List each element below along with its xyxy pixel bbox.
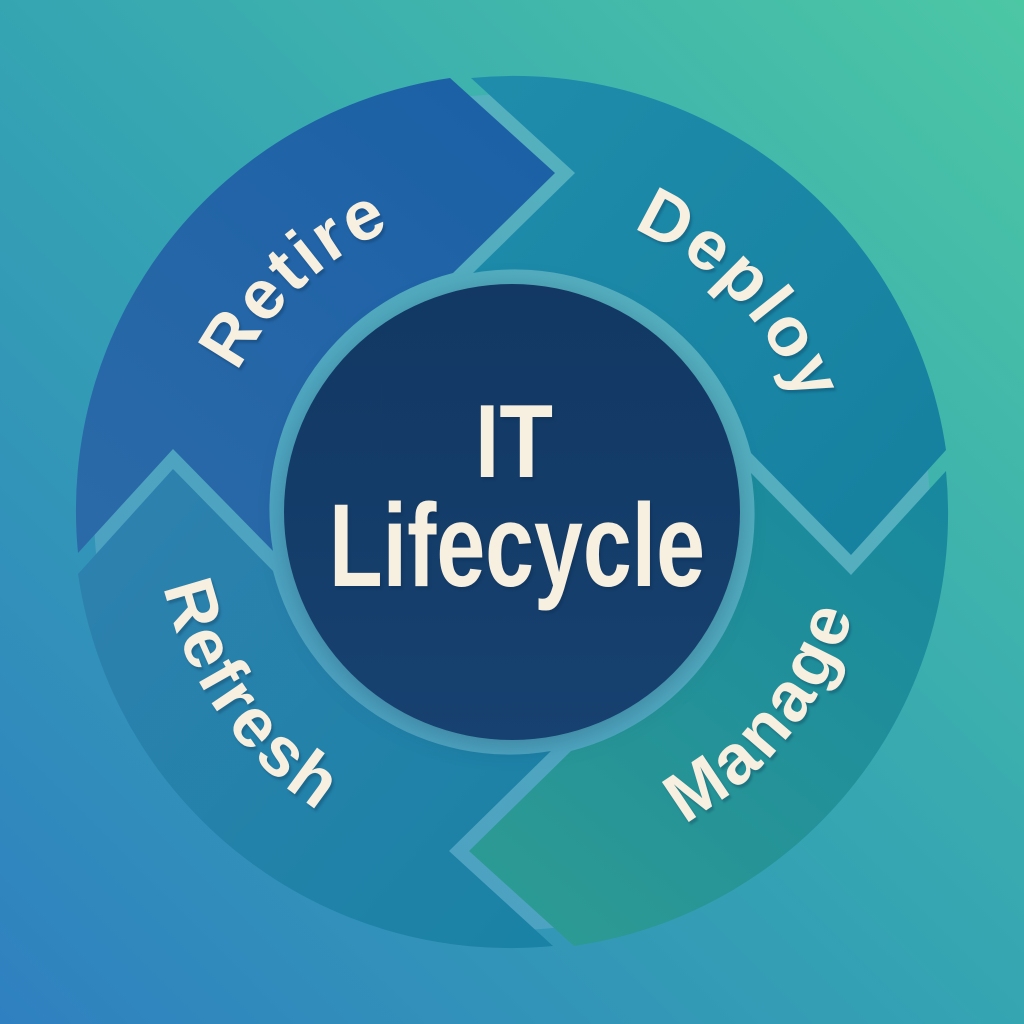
center-title: IT Lifecycle xyxy=(329,384,705,612)
center-title-line1: IT xyxy=(475,384,553,500)
center-title-line2: Lifecycle xyxy=(329,480,705,612)
center-circle xyxy=(284,284,740,740)
